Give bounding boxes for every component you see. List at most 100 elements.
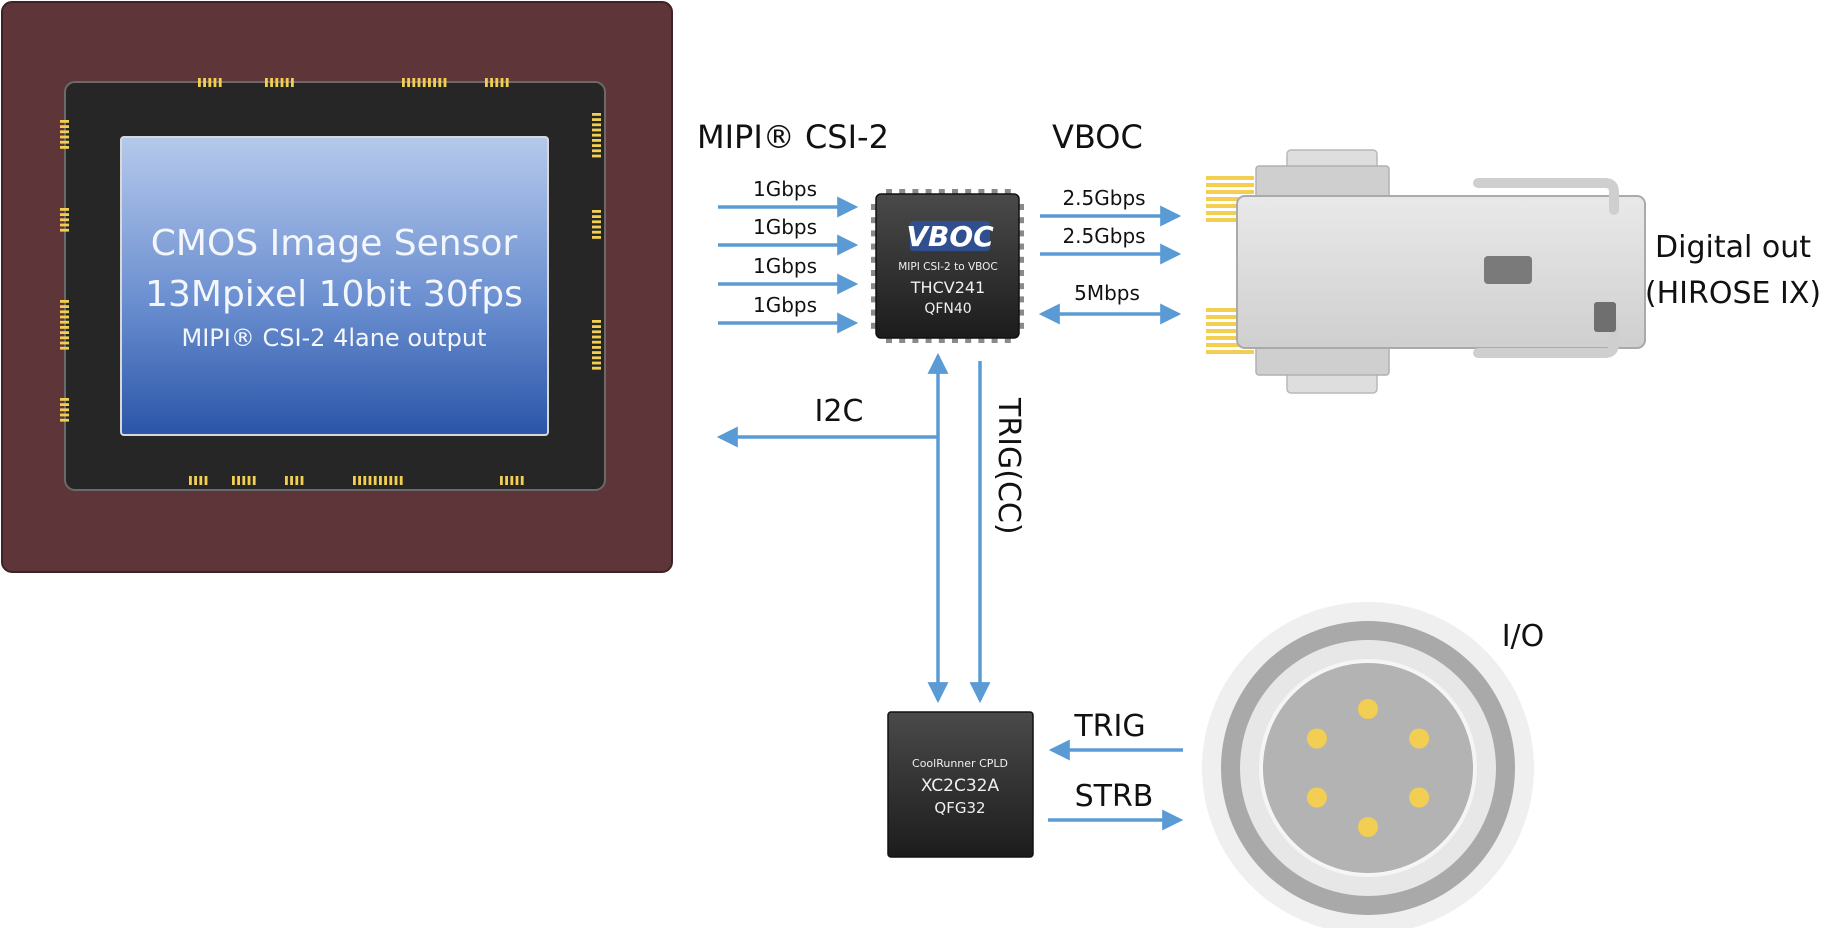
connector-pin xyxy=(1206,315,1254,319)
bond-pad xyxy=(247,476,251,485)
bond-pad xyxy=(60,408,69,412)
chip-pin xyxy=(886,189,892,196)
vboc-header: VBOC xyxy=(1052,118,1143,156)
chip-pin xyxy=(1004,336,1011,343)
bond-pad xyxy=(60,120,69,123)
bond-pad xyxy=(252,476,256,485)
bond-pad xyxy=(389,476,393,485)
bond-pad xyxy=(60,346,69,350)
bond-pad xyxy=(407,78,410,87)
bond-pad xyxy=(368,476,372,485)
io-pins xyxy=(1306,699,1430,837)
vboc-logo: VBOC xyxy=(906,220,994,253)
connector-pin xyxy=(1206,329,1254,333)
chip-package: QFN40 xyxy=(924,301,971,317)
io-pin xyxy=(1306,728,1327,749)
chip-pin xyxy=(1017,204,1024,210)
bond-pad xyxy=(60,336,69,340)
bond-pad xyxy=(60,218,69,222)
connector-gold-pins xyxy=(1206,176,1254,354)
bond-pad xyxy=(60,341,69,345)
chip-pin xyxy=(871,270,878,276)
chip-pin xyxy=(938,189,945,196)
cc-rate-label: 5Mbps xyxy=(1074,281,1140,305)
bond-pad xyxy=(199,476,203,485)
bond-pad xyxy=(204,476,208,485)
chip-pin xyxy=(978,336,985,343)
bond-pad xyxy=(505,78,509,87)
bond-pad xyxy=(592,118,601,121)
trig-cc-label: TRIG(CC) xyxy=(991,397,1026,535)
bond-pad xyxy=(198,78,201,87)
bond-pad xyxy=(60,403,69,406)
chip-pin xyxy=(991,336,998,343)
connector-pin xyxy=(1206,308,1254,312)
chip-pin xyxy=(1017,283,1024,290)
image-sensor-board: CMOS Image Sensor 13Mpixel 10bit 30fps M… xyxy=(1,1,673,573)
bond-pad xyxy=(399,476,403,485)
io-pin xyxy=(1358,699,1378,719)
chip-pin xyxy=(871,256,878,263)
vboc-logo-backdrop xyxy=(910,221,990,251)
bond-pad xyxy=(592,139,601,142)
bond-pad xyxy=(353,476,356,485)
cpld-chip: CoolRunner CPLD XC2C32A QFG32 xyxy=(887,711,1034,858)
bond-pad xyxy=(60,135,69,139)
connector-pin xyxy=(1206,343,1254,347)
chip-pin xyxy=(912,336,919,343)
chip-pin xyxy=(1017,270,1024,276)
mipi-header: MIPI® CSI-2 xyxy=(697,118,889,156)
digital-out-connector-label: (HIROSE IX) xyxy=(1645,276,1821,311)
bond-pad xyxy=(60,223,69,227)
connector-latch-bottom xyxy=(1473,320,1619,358)
vboc-rate-label: 2.5Gbps xyxy=(1062,186,1145,210)
hirose-ix-connector xyxy=(1206,149,1646,394)
chip-pin xyxy=(1017,309,1024,316)
bond-pad xyxy=(592,220,601,224)
bond-pad xyxy=(592,210,601,213)
bond-pad xyxy=(60,413,69,417)
control-lines: I2C TRIG(CC) xyxy=(716,352,1026,704)
chip-part-number: THCV241 xyxy=(910,278,985,297)
connector-pin xyxy=(1206,336,1254,340)
chip-pin xyxy=(871,309,878,316)
connector-key-window xyxy=(1484,256,1532,284)
trig-label: TRIG xyxy=(1073,709,1145,744)
bond-pad xyxy=(592,215,601,218)
chip-pin xyxy=(978,189,985,196)
bond-pad xyxy=(60,146,69,149)
bond-pad xyxy=(433,78,436,87)
bond-pad xyxy=(520,476,524,485)
bond-pad xyxy=(60,418,69,422)
bond-pad xyxy=(232,476,235,485)
chip-pin xyxy=(871,283,878,290)
bond-pad xyxy=(270,78,273,87)
sensor-spec: 13Mpixel 10bit 30fps xyxy=(145,274,523,315)
chip-pin xyxy=(871,230,878,237)
sensor-output: MIPI® CSI-2 4lane output xyxy=(181,324,486,352)
bond-pad xyxy=(237,476,240,485)
bond-pad xyxy=(592,123,601,127)
bond-pad xyxy=(60,398,69,401)
bond-pad xyxy=(280,78,284,87)
bond-pad xyxy=(60,140,69,144)
vboc-rate-label: 2.5Gbps xyxy=(1062,224,1145,248)
chip-pin xyxy=(991,189,998,196)
bond-pad xyxy=(592,230,601,234)
bond-pad xyxy=(592,330,601,334)
bond-pad xyxy=(500,78,504,87)
bond-pad xyxy=(291,78,294,87)
chip-pin xyxy=(871,296,878,303)
bond-pad xyxy=(412,78,416,87)
bond-pad xyxy=(275,78,279,87)
bond-pad xyxy=(592,340,601,344)
bond-pad xyxy=(592,128,601,132)
io-pin xyxy=(1306,787,1327,808)
mipi-lanes: 1Gbps 1Gbps 1Gbps 1Gbps xyxy=(718,177,859,334)
chip-pin xyxy=(899,336,906,343)
chip-pin xyxy=(899,189,906,196)
chip-pin xyxy=(871,243,878,250)
bond-pad xyxy=(592,133,601,137)
bond-pad xyxy=(60,208,69,211)
connector-latch-top xyxy=(1473,178,1619,215)
